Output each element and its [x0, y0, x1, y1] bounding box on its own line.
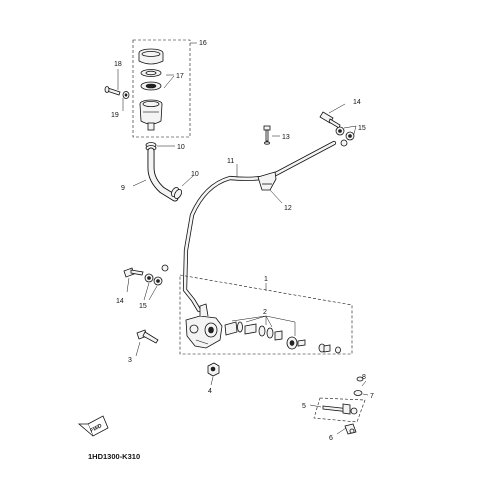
callout-16: 16 [199, 40, 207, 47]
callout-6: 6 [329, 435, 333, 442]
reservoir-diaphragm[interactable] [140, 69, 162, 91]
callout-13: 13 [282, 134, 290, 141]
piston-kit[interactable] [224, 315, 341, 354]
callout-14-lower: 14 [116, 298, 124, 305]
callout-19: 19 [111, 112, 119, 119]
callout-10-upper: 10 [177, 144, 185, 151]
gaskets-upper[interactable] [335, 125, 357, 147]
union-bolt-upper[interactable] [319, 103, 346, 129]
fwd-label: FWD [89, 423, 103, 434]
drawing-code: 1HD1300-K310 [88, 452, 140, 461]
reservoir-screw[interactable] [104, 86, 121, 96]
pipe-clamp[interactable] [257, 171, 283, 204]
fwd-arrow-badge: FWD [77, 415, 109, 437]
mounting-bolt[interactable] [135, 329, 159, 357]
master-cylinder-assembly [179, 274, 353, 355]
callout-15-lower: 15 [139, 303, 147, 310]
callout-2: 2 [263, 309, 267, 316]
callout-7: 7 [370, 393, 374, 400]
reservoir-washer[interactable] [122, 91, 130, 99]
clevis-pin[interactable] [336, 423, 357, 435]
callout-12: 12 [284, 205, 292, 212]
mounting-nut[interactable] [207, 362, 220, 386]
callout-8: 8 [362, 374, 366, 381]
master-cylinder-body[interactable] [185, 303, 223, 349]
push-rod[interactable] [322, 403, 358, 415]
callout-14-upper: 14 [353, 99, 361, 106]
callout-11: 11 [227, 158, 234, 165]
hose-clip-lower[interactable] [170, 175, 194, 200]
brake-pipe[interactable] [182, 140, 337, 313]
callout-5: 5 [302, 403, 306, 410]
callout-3: 3 [128, 357, 132, 364]
reservoir-hose[interactable] [132, 147, 179, 202]
reservoir-body[interactable] [139, 99, 163, 131]
callout-4: 4 [208, 388, 212, 395]
union-bolt-lower[interactable] [123, 267, 144, 293]
callout-1: 1 [264, 276, 268, 283]
callout-10-lower: 10 [191, 171, 199, 178]
push-rod-nut[interactable] [353, 376, 369, 396]
callout-labels: 16 17 18 19 10 10 9 11 12 13 14 15 14 15… [111, 40, 374, 442]
gaskets-lower[interactable] [143, 264, 169, 301]
callout-9: 9 [121, 185, 125, 192]
callout-17: 17 [176, 73, 184, 80]
callout-15-upper: 15 [358, 125, 366, 132]
reservoir-cap[interactable] [138, 48, 164, 65]
push-rod-assembly [309, 376, 369, 435]
clamp-bolt[interactable] [263, 125, 280, 145]
reservoir-assembly [104, 39, 197, 138]
callout-18: 18 [114, 61, 122, 68]
